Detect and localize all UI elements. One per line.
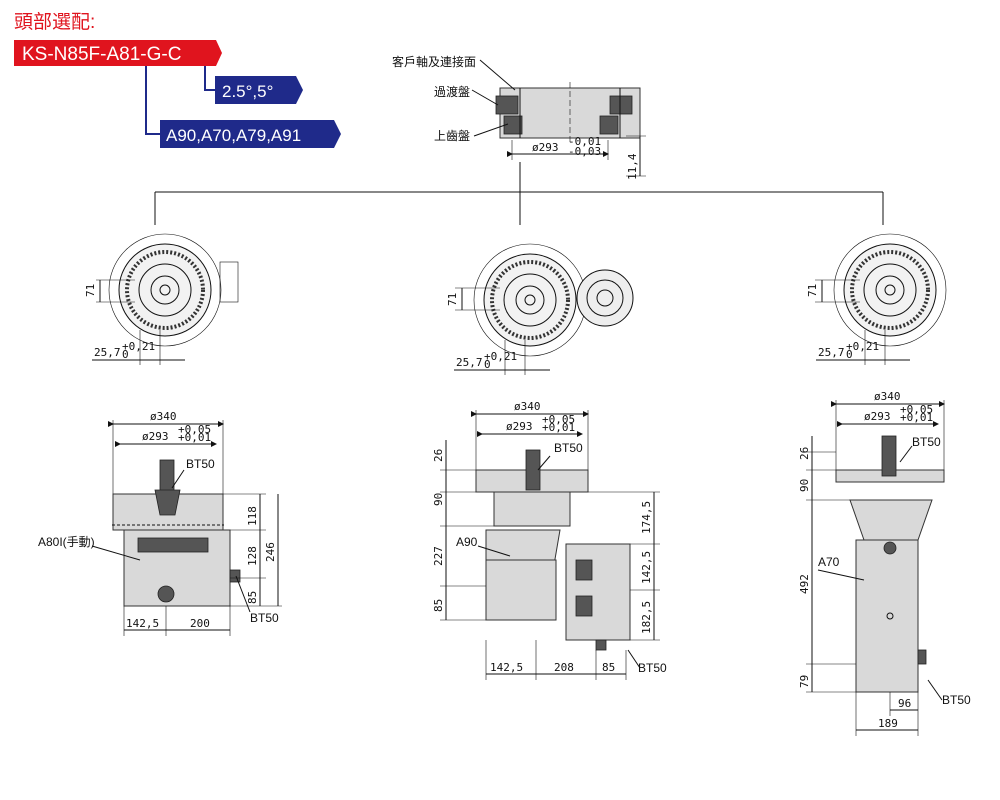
option-angle: 2.5°,5° xyxy=(222,82,273,101)
plan-view-middle xyxy=(454,243,634,375)
elevation-right xyxy=(806,400,945,736)
middle-dim-208: 208 xyxy=(554,661,574,674)
plan-right-tol-up: +0,21 xyxy=(846,340,879,353)
right-bt50-top: BT50 xyxy=(912,435,941,449)
plan-right-dim-25-7: 25,7 xyxy=(818,346,845,359)
left-tol-up: +0,05 xyxy=(178,423,211,436)
plan-middle-dim-25-7: 25,7 xyxy=(456,356,483,369)
middle-dim-85: 85 xyxy=(432,599,445,612)
left-head-label: A80I(手動) xyxy=(38,535,95,549)
middle-dim-90: 90 xyxy=(432,493,445,506)
option-heads-badge xyxy=(160,120,341,148)
left-dim-200: 200 xyxy=(190,617,210,630)
tree-connector xyxy=(154,162,884,225)
left-tol-low: +0,01 xyxy=(178,431,211,444)
middle-dim-142-5: 142,5 xyxy=(490,661,523,674)
right-bt50-bottom: BT50 xyxy=(942,693,971,707)
middle-bt50-top: BT50 xyxy=(554,441,583,455)
right-dim-492: 492 xyxy=(798,574,811,594)
right-dim-96: 96 xyxy=(898,697,911,710)
right-head-label: A70 xyxy=(818,555,840,569)
right-dim-90: 90 xyxy=(798,479,811,492)
left-dim-118: 118 xyxy=(246,506,259,526)
plan-right-tol-low: 0 xyxy=(846,348,853,361)
middle-head-label: A90 xyxy=(456,535,478,549)
middle-dim-227: 227 xyxy=(432,546,445,566)
plan-middle-dim-71: 71 xyxy=(446,293,459,306)
elevation-left xyxy=(91,420,282,636)
middle-tol-up: +0,05 xyxy=(542,413,575,426)
middle-bt50-bottom: BT50 xyxy=(638,661,667,675)
plan-view-right xyxy=(815,233,947,365)
middle-tol-low: +0,01 xyxy=(542,421,575,434)
dim-top-dia-293: ø293 xyxy=(532,141,559,154)
left-dim-85: 85 xyxy=(246,591,259,604)
middle-dia-293: ø293 xyxy=(506,420,533,433)
plan-left-dim-25-7: 25,7 xyxy=(94,346,121,359)
dim-top-tol-lower: -0,03 xyxy=(568,145,601,158)
left-dia-340: ø340 xyxy=(150,410,177,423)
right-dim-79: 79 xyxy=(798,675,811,688)
top-section-view xyxy=(471,59,646,177)
plan-left-dim-71: 71 xyxy=(84,284,97,297)
connector-heads xyxy=(145,66,160,135)
label-transition-plate: 過渡盤 xyxy=(434,84,470,99)
left-bt50-top: BT50 xyxy=(186,457,215,471)
dim-top-height-11-4: 11,4 xyxy=(626,153,639,180)
left-bt50-bottom: BT50 xyxy=(250,611,279,625)
title: 頭部選配: xyxy=(14,11,95,33)
label-upper-gear-plate: 上齒盤 xyxy=(434,129,470,143)
label-customer-face: 客戶軸及連接面 xyxy=(392,54,476,69)
middle-dim-85-bottom: 85 xyxy=(602,661,615,674)
plan-right-dim-71: 71 xyxy=(806,284,819,297)
elevation-middle xyxy=(440,410,660,680)
left-dim-128: 128 xyxy=(246,546,259,566)
model-code-badge xyxy=(14,40,222,66)
dim-top-tol-upper: -0,01 xyxy=(568,135,601,148)
right-dim-26: 26 xyxy=(798,447,811,460)
middle-dim-174-5: 174,5 xyxy=(640,501,653,534)
left-dia-293: ø293 xyxy=(142,430,169,443)
plan-middle-tol-low: 0 xyxy=(484,358,491,371)
plan-view-left xyxy=(92,233,239,365)
middle-dim-142-5-right: 142,5 xyxy=(640,551,653,584)
plan-left-tol-low: 0 xyxy=(122,348,129,361)
left-dim-246: 246 xyxy=(264,542,277,562)
right-dim-189: 189 xyxy=(878,717,898,730)
right-dia-340: ø340 xyxy=(874,390,901,403)
plan-left-tol-up: +0,21 xyxy=(122,340,155,353)
middle-dim-26: 26 xyxy=(432,449,445,462)
middle-dim-182-5: 182,5 xyxy=(640,601,653,634)
option-heads: A90,A70,A79,A91 xyxy=(166,126,301,145)
middle-dia-340: ø340 xyxy=(514,400,541,413)
right-dia-293: ø293 xyxy=(864,410,891,423)
option-angle-badge xyxy=(215,76,303,104)
connector-angle xyxy=(204,66,215,91)
right-tol-low: +0,01 xyxy=(900,411,933,424)
model-code: KS-N85F-A81-G-C xyxy=(22,44,181,65)
left-dim-142-5: 142,5 xyxy=(126,617,159,630)
right-tol-up: +0,05 xyxy=(900,403,933,416)
plan-middle-tol-up: +0,21 xyxy=(484,350,517,363)
